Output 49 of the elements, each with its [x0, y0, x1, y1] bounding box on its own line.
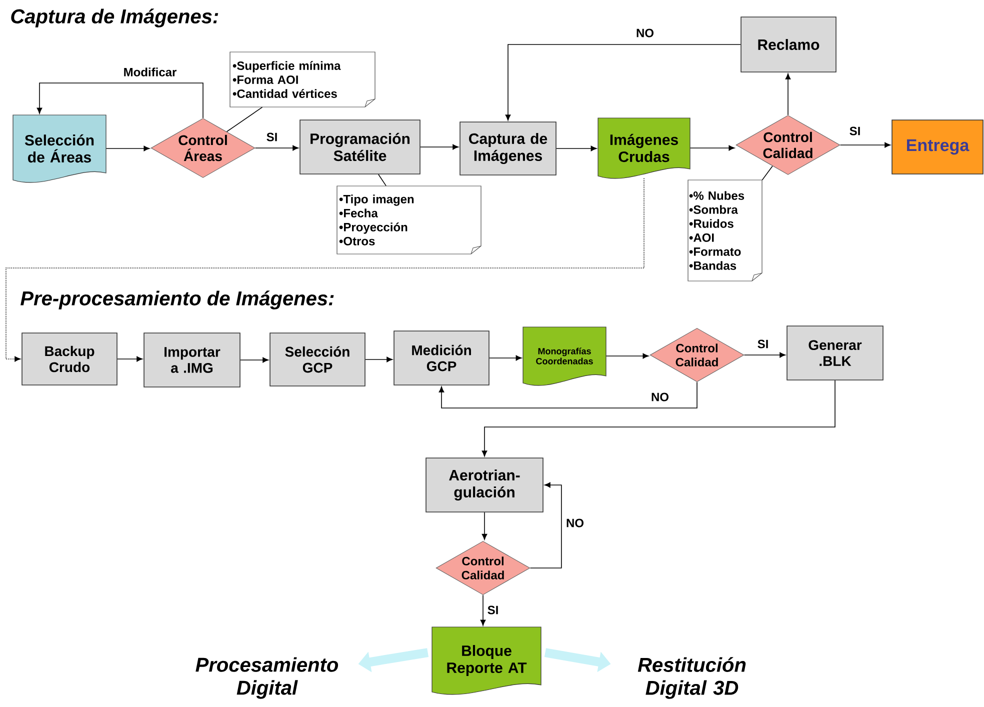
arrow	[482, 512, 488, 540]
edge-label: NO	[635, 28, 655, 38]
leader-line	[762, 166, 773, 180]
process-box: Reclamo	[740, 16, 836, 72]
process-box: Captura de Imágenes	[460, 122, 556, 176]
arrow	[254, 145, 299, 151]
process-box: Aerotrian-gulación	[426, 458, 544, 512]
edge-label: NO	[650, 392, 670, 402]
arrow	[785, 73, 791, 116]
note-box: •% Nubes •Sombra •Ruidos •AOI •Formato •Bandas	[688, 180, 762, 282]
arrow	[606, 353, 649, 359]
process-box: Selección GCP	[270, 332, 366, 386]
edge-label: SI	[486, 604, 500, 616]
note-box: •Superficie mínima •Forma AOI •Cantidad vértices	[230, 52, 376, 108]
process-box: Programación Satélite	[300, 120, 420, 174]
edge-label: SI	[756, 338, 770, 350]
arrow	[556, 146, 597, 152]
arrow	[480, 594, 486, 626]
note-box: •Tipo imagen •Fecha •Proyección •Otros	[336, 186, 482, 254]
output-label: Procesamiento Digital	[196, 657, 338, 699]
section-heading: Pre-procesamiento de Imágenes:	[20, 290, 334, 310]
arrow	[365, 356, 393, 362]
edge-label: Modificar	[122, 66, 178, 78]
arrow	[438, 382, 698, 408]
arrow	[840, 142, 891, 148]
edge-label: SI	[265, 132, 279, 142]
process-box: Entrega	[892, 120, 984, 174]
process-box: Backup Crudo	[22, 332, 118, 386]
process-box: Importar a .IMG	[144, 332, 240, 388]
arrow	[240, 357, 269, 363]
arrow	[36, 82, 204, 118]
process-box: Medición GCP	[394, 330, 490, 386]
output-label: Restitución Digital 3D	[638, 657, 746, 699]
arrow	[482, 380, 836, 457]
section-heading: Captura de Imágenes:	[11, 8, 218, 28]
arrow	[117, 356, 143, 362]
leader-line	[378, 174, 386, 186]
arrow	[489, 355, 522, 361]
arrow	[6, 178, 644, 362]
arrow	[420, 144, 459, 150]
arrow	[744, 352, 786, 358]
arrow	[690, 145, 735, 151]
arrow	[505, 44, 741, 121]
edge-label: SI	[848, 126, 862, 136]
edge-label: NO	[565, 518, 585, 528]
arrow	[106, 146, 150, 152]
arrow	[530, 482, 562, 568]
leader-line	[226, 106, 263, 132]
process-box: Generar .BLK	[786, 326, 884, 380]
